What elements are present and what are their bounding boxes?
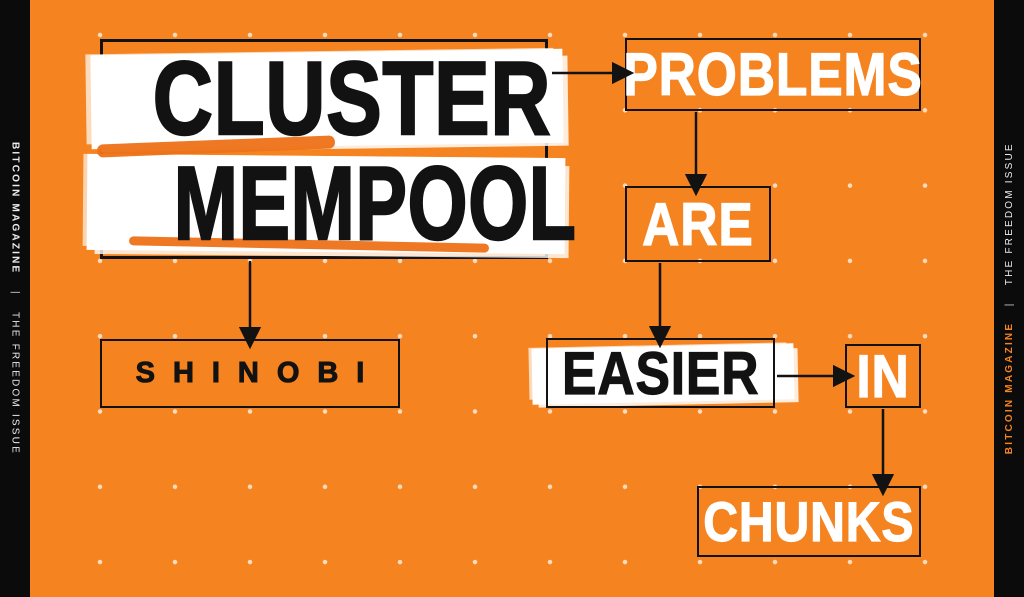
- node-are-label: ARE: [642, 190, 754, 258]
- separator-glyph: |: [1003, 301, 1015, 307]
- right-edge-bar-text: BITCOIN MAGAZINE | THE FREEDOM ISSUE: [1004, 134, 1015, 462]
- node-are: ARE: [625, 186, 771, 262]
- node-chunks-label: CHUNKS: [703, 489, 915, 553]
- title-line-1: CLUSTER: [103, 46, 552, 153]
- title-line-2: MEMPOOL: [103, 151, 577, 258]
- node-easier-label: EASIER: [561, 339, 760, 407]
- node-problems-label: PROBLEMS: [623, 40, 923, 108]
- left-edge-bar: BITCOIN MAGAZINE | THE FREEDOM ISSUE: [0, 0, 30, 597]
- issue-label: THE FREEDOM ISSUE: [9, 311, 21, 455]
- node-shinobi: SHINOBI: [100, 339, 400, 408]
- separator-glyph: |: [9, 290, 21, 296]
- node-cluster-mempool: CLUSTER MEMPOOL: [86, 39, 577, 259]
- brand-label: BITCOIN MAGAZINE: [9, 142, 21, 275]
- brand-label: BITCOIN MAGAZINE: [1003, 322, 1015, 455]
- left-edge-bar-text: BITCOIN MAGAZINE | THE FREEDOM ISSUE: [10, 134, 21, 462]
- node-chunks: CHUNKS: [697, 486, 921, 557]
- node-easier: EASIER: [546, 338, 775, 408]
- node-in-label: IN: [856, 342, 910, 410]
- issue-label: THE FREEDOM ISSUE: [1003, 142, 1015, 286]
- node-shinobi-label: SHINOBI: [135, 357, 383, 390]
- title-text-mempool: MEMPOOL: [173, 146, 577, 262]
- title-text-cluster: CLUSTER: [152, 41, 552, 157]
- node-problems: PROBLEMS: [623, 38, 923, 111]
- right-edge-bar: BITCOIN MAGAZINE | THE FREEDOM ISSUE: [994, 0, 1024, 597]
- node-in: IN: [845, 342, 921, 410]
